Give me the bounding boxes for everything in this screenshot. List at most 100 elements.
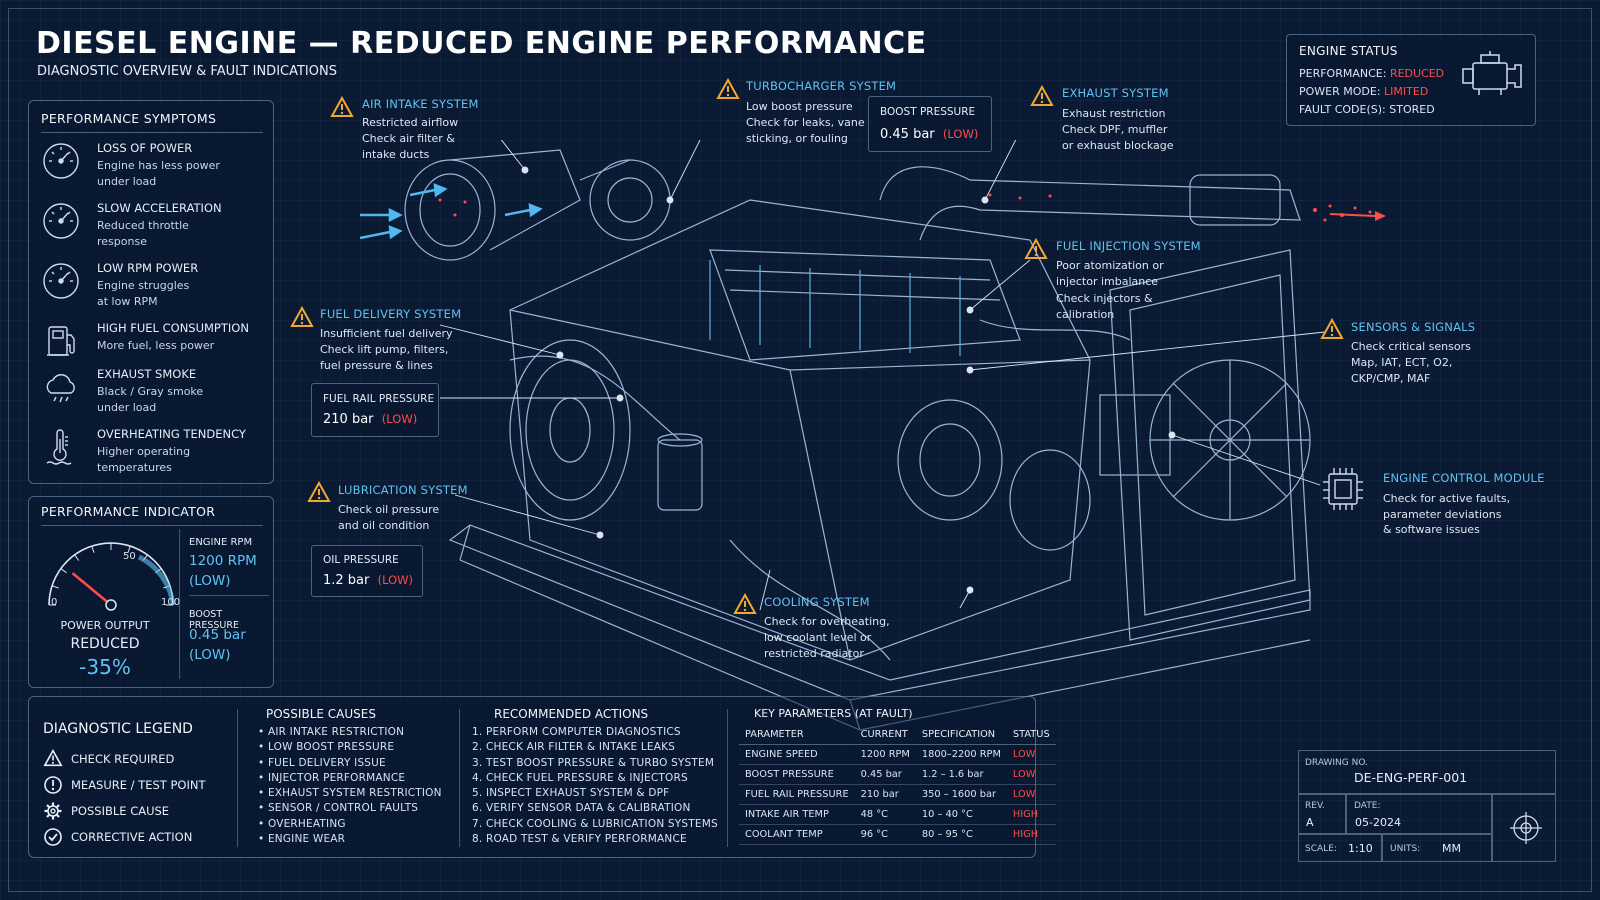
drawing-no-label: DRAWING NO. (1305, 758, 1368, 768)
legend-check-required: CHECK REQUIRED (43, 748, 174, 771)
symptom-title: LOW RPM POWER (97, 261, 199, 275)
table-header: SPECIFICATION (915, 725, 1007, 745)
cause-item: • AIR INTAKE RESTRICTION (258, 726, 405, 738)
symptom-title: EXHAUST SMOKE (97, 367, 197, 381)
fuel-rail-pressure-readout: FUEL RAIL PRESSURE 210 bar (LOW) (311, 383, 439, 437)
boost-value: 0.45 bar (189, 627, 246, 643)
cause-item: • OVERHEATING (258, 817, 346, 830)
chip-icon (1323, 468, 1363, 510)
fuel-pump-icon (41, 321, 81, 361)
gear-icon (44, 802, 62, 820)
cause-item: • SENSOR / CONTROL FAULTS (258, 802, 419, 815)
cause-item: • LOW BOOST PRESSURE (258, 741, 395, 754)
key-params-title: KEY PARAMETERS (AT FAULT) (754, 707, 913, 720)
indicator-panel: PERFORMANCE INDICATOR 0 50 100 POWER OUT… (28, 496, 274, 688)
gauge-max-label: 100 (161, 597, 181, 608)
performance-status: PERFORMANCE: REDUCED (1299, 67, 1445, 80)
warning-icon (330, 96, 354, 117)
bottom-panel: DIAGNOSTIC LEGEND CHECK REQUIRED MEASURE… (28, 696, 1056, 858)
rpm-label: ENGINE RPM (189, 537, 253, 548)
table-cell: 350 – 1600 bar (915, 784, 1007, 805)
table-cell: 80 – 95 °C (915, 824, 1007, 845)
performance-value: REDUCED (1389, 67, 1445, 80)
engine-illustration (359, 140, 1386, 731)
gauge-icon (41, 261, 81, 301)
gauge-mid-label: 50 (123, 551, 136, 562)
table-header: PARAMETER (739, 725, 855, 745)
status-cell: HIGH (1006, 804, 1056, 825)
action-item: 3. TEST BOOST PRESSURE & TURBO SYSTEM (472, 756, 715, 769)
warning-icon (1320, 318, 1344, 339)
drawing-frame (8, 8, 1592, 892)
scale-value: 1:10 (1348, 842, 1373, 855)
table-cell: 10 – 40 °C (915, 804, 1007, 825)
actions-list: 1. PERFORM COMPUTER DIAGNOSTICS 2. CHECK … (472, 725, 718, 847)
warning-icon (1024, 238, 1048, 259)
engine-status-title: ENGINE STATUS (1299, 44, 1398, 58)
legend-measure-point: MEASURE / TEST POINT (43, 775, 206, 797)
warning-icon (733, 593, 757, 614)
indicator-title: PERFORMANCE INDICATOR (41, 504, 263, 526)
legend-corrective-action: CORRECTIVE ACTION (43, 827, 192, 849)
fault-codes-status: FAULT CODE(S): STORED (1299, 103, 1435, 116)
cause-item: • EXHAUST SYSTEM RESTRICTION (258, 787, 442, 800)
table-cell: FUEL RAIL PRESSURE (739, 784, 855, 805)
symptom-title: OVERHEATING TENDENCY (97, 427, 246, 441)
scale-label: SCALE: (1305, 844, 1337, 854)
table-cell: 96 °C (854, 824, 916, 845)
rev-label: REV. (1305, 801, 1325, 811)
action-item: 5. INSPECT EXHAUST SYSTEM & DPF (472, 787, 670, 800)
table-cell: 210 bar (854, 784, 916, 805)
warning-icon (307, 481, 331, 502)
action-item: 4. CHECK FUEL PRESSURE & INJECTORS (472, 771, 688, 784)
legend-divider (237, 709, 238, 847)
engine-icon (1462, 51, 1522, 95)
units-label: UNITS: (1390, 844, 1421, 854)
causes-title: POSSIBLE CAUSES (266, 707, 376, 721)
warning-icon (290, 306, 314, 327)
symptom-title: LOSS OF POWER (97, 141, 193, 155)
action-item: 2. CHECK AIR FILTER & INTAKE LEAKS (472, 741, 676, 754)
units-value: MM (1442, 842, 1461, 855)
power-output-value: -35% (79, 655, 131, 679)
status-cell: LOW (1006, 784, 1056, 805)
legend-title: DIAGNOSTIC LEGEND (43, 721, 193, 737)
table-cell: 0.45 bar (854, 764, 916, 785)
status-cell: LOW (1006, 764, 1056, 785)
table-header: CURRENT (854, 725, 916, 745)
warning-icon (1030, 85, 1054, 106)
boost-pressure-readout: BOOST PRESSURE 0.45 bar (LOW) (868, 96, 992, 152)
indicator-divider (179, 529, 180, 679)
table-header: STATUS (1006, 725, 1056, 745)
power-output-status: REDUCED (70, 636, 140, 652)
boost-label: BOOST PRESSURE (189, 609, 239, 631)
indicator-sep (189, 595, 269, 596)
causes-list: • AIR INTAKE RESTRICTION • LOW BOOST PRES… (258, 725, 442, 847)
power-output-label: POWER OUTPUT (60, 619, 150, 632)
oil-pressure-readout: OIL PRESSURE 1.2 bar (LOW) (311, 545, 423, 597)
rpm-status: (LOW) (189, 573, 231, 589)
rev-value: A (1306, 816, 1314, 829)
smoke-cloud-icon (41, 367, 81, 407)
cause-item: • INJECTOR PERFORMANCE (258, 771, 406, 784)
actions-divider (727, 709, 728, 847)
symptom-title: HIGH FUEL CONSUMPTION (97, 321, 249, 335)
action-item: 1. PERFORM COMPUTER DIAGNOSTICS (472, 726, 681, 738)
gauge-icon (41, 201, 81, 241)
